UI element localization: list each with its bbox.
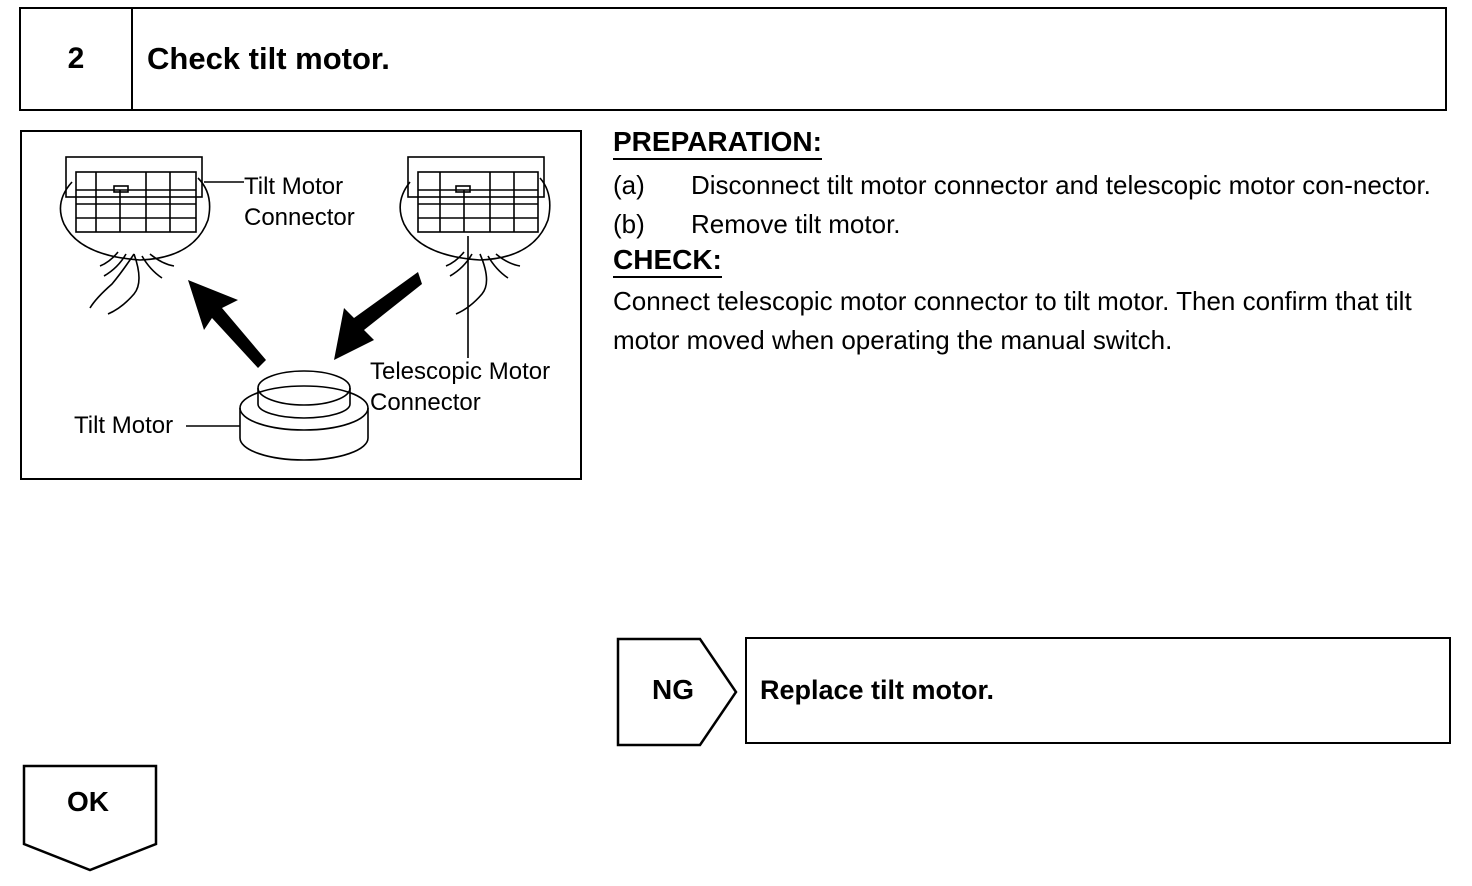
telescopic-motor-connector-label: Telescopic Motor Connector [370,358,551,416]
ok-label: OK [67,786,109,817]
arrow-to-telescopic-connector [334,272,422,360]
item-text: Remove tilt motor. [691,209,901,239]
check-heading: CHECK: [613,244,722,278]
preparation-heading: PREPARATION: [613,126,822,160]
step-header: 2 Check tilt motor. [19,7,1447,111]
connector-diagram [59,156,551,461]
item-marker: (b) [613,209,645,239]
item-text: Disconnect tilt motor connector and tele… [691,170,1431,200]
illustration-panel: Tilt Motor Connector Telescopic Motor Co… [20,130,582,480]
step-title: Check tilt motor. [147,41,390,76]
tilt-motor-connector-drawing [59,156,211,315]
tilt-motor-drawing [239,370,369,461]
item-marker: (a) [613,170,645,200]
ng-action-box: Replace tilt motor. [745,637,1451,744]
arrow-to-tilt-connector [188,280,266,368]
preparation-item-b: (b) Remove tilt motor. [613,205,1458,244]
check-text: Connect telescopic motor connector to ti… [613,286,1412,355]
step-number: 2 [21,9,133,109]
instructions: PREPARATION: (a) Disconnect tilt motor c… [613,126,1458,360]
telescopic-motor-connector-drawing [399,156,551,315]
ok-tag-shape [22,764,158,872]
ng-tag-shape [616,637,738,747]
preparation-item-a: (a) Disconnect tilt motor connector and … [613,166,1458,205]
ng-action-text: Replace tilt motor. [760,675,995,705]
tilt-motor-connector-label: Tilt Motor Connector [244,173,355,231]
tilt-motor-label: Tilt Motor [74,412,174,439]
ng-label: NG [652,674,694,705]
